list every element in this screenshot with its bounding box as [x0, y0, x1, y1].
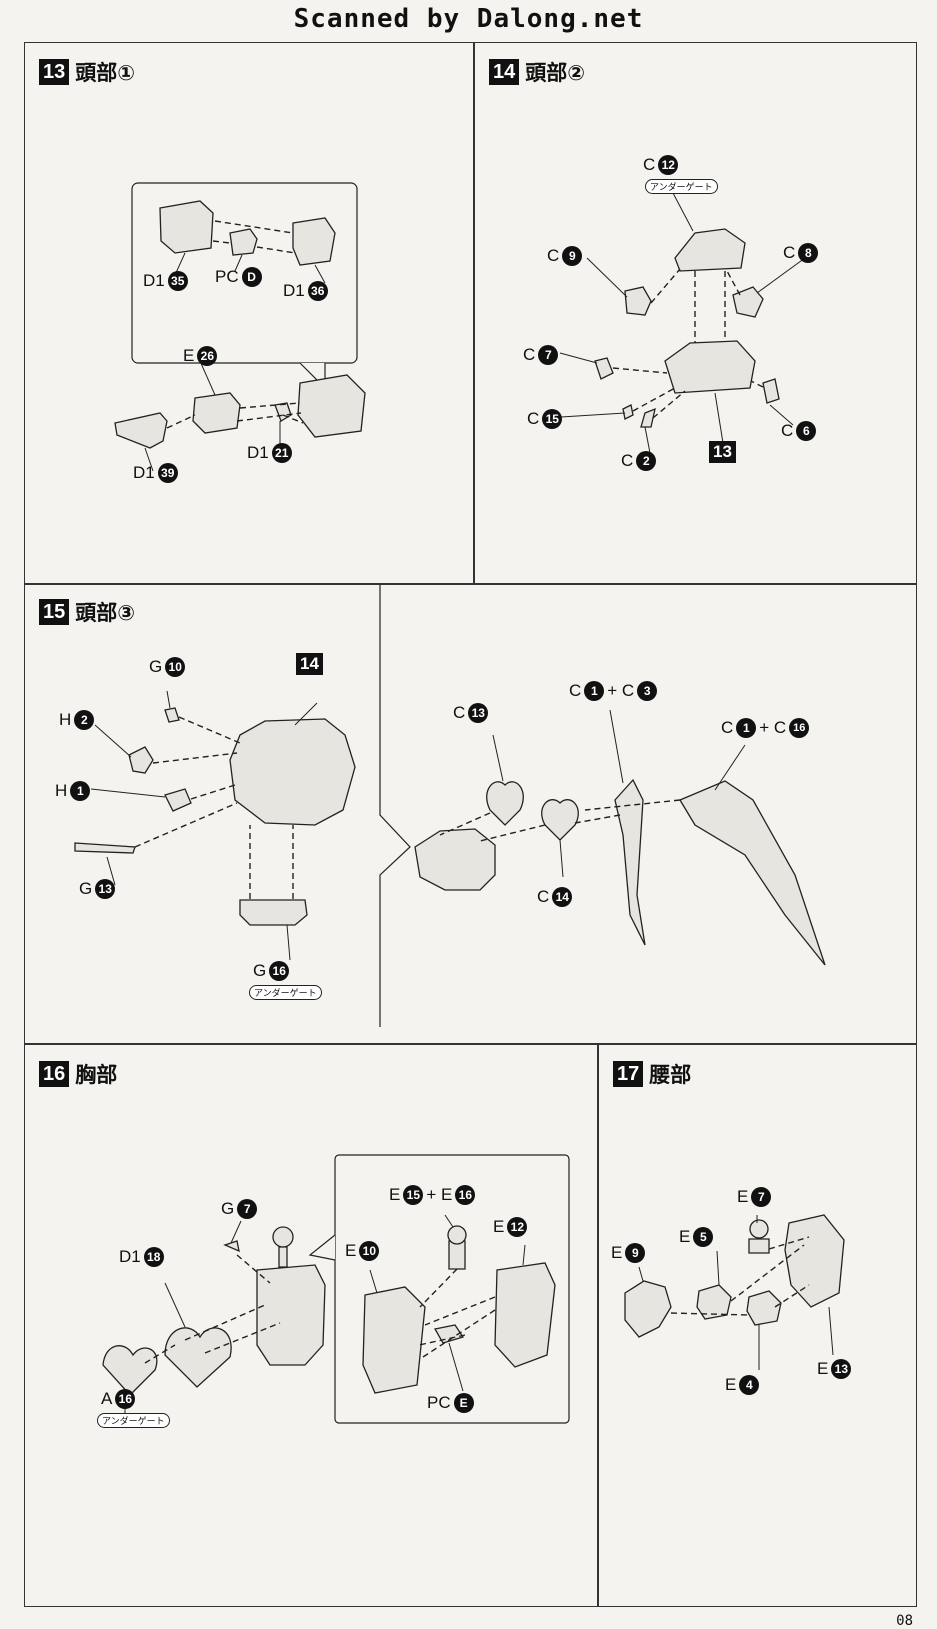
step-14-diagram: [559, 192, 806, 454]
step-14-header: 14 頭部②: [489, 57, 585, 87]
under-gate-tag: アンダーゲート: [645, 179, 718, 194]
step-17-header: 17 腰部: [613, 1059, 691, 1089]
scan-credit: Scanned by Dalong.net: [293, 4, 644, 34]
step-reference-14: 14: [296, 653, 323, 675]
step-15-diagram: [74, 585, 826, 1027]
step-reference-13: 13: [709, 441, 736, 463]
under-gate-tag: アンダーゲート: [249, 985, 322, 1000]
step-number: 16: [39, 1061, 70, 1087]
step-13-header: 13 頭部①: [39, 57, 135, 87]
step-15-panel: 15 頭部③: [24, 584, 917, 1044]
step-14-panel: 14 頭部②: [474, 42, 917, 584]
step-title: 腰部: [649, 1063, 692, 1087]
step-13-diagram: [114, 182, 366, 472]
under-gate-tag: アンダーゲート: [97, 1413, 170, 1428]
step-16-panel: 16 胸部: [24, 1044, 598, 1607]
step-number: 14: [489, 59, 520, 85]
step-number: 13: [39, 59, 70, 85]
step-15-header: 15 頭部③: [39, 597, 135, 627]
step-title: 頭部①: [75, 61, 136, 85]
step-title: 頭部②: [525, 61, 586, 85]
page-number: 08: [896, 1613, 913, 1629]
step-13-panel: 13 頭部①: [24, 42, 474, 584]
step-number: 17: [613, 1061, 644, 1087]
step-number: 15: [39, 599, 70, 625]
step-17-diagram: [624, 1214, 845, 1370]
step-16-diagram: [102, 1154, 570, 1424]
step-title: 胸部: [75, 1063, 118, 1087]
step-title: 頭部③: [75, 601, 136, 625]
step-16-header: 16 胸部: [39, 1059, 117, 1089]
